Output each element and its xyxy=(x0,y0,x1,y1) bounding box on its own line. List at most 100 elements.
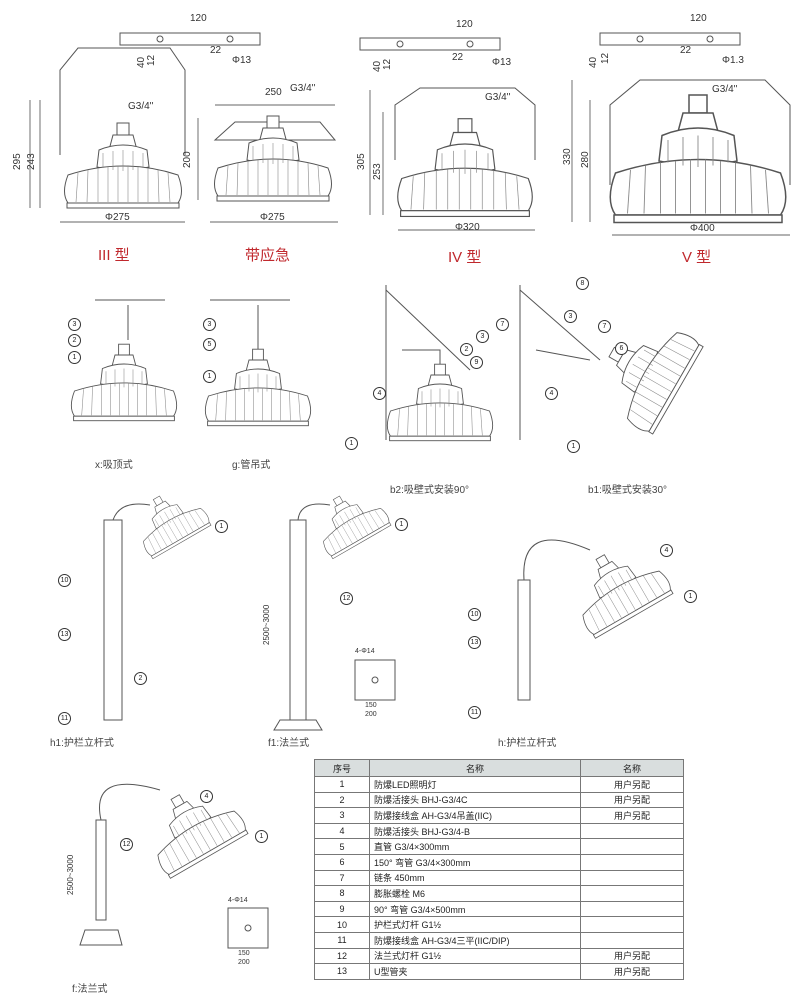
lamp-iii xyxy=(64,122,182,209)
cell-no: 5 xyxy=(314,838,370,855)
cell-name: 链条 450mm xyxy=(369,869,581,887)
callout: 1 xyxy=(68,351,81,364)
cell-note: 用户另配 xyxy=(580,776,684,793)
cell-no: 11 xyxy=(314,931,370,949)
callout: 3 xyxy=(564,310,577,323)
lamp-iv xyxy=(397,118,533,218)
cell-no: 6 xyxy=(314,853,370,871)
cell-no: 2 xyxy=(314,791,370,809)
dim-hole: Φ13 xyxy=(492,57,512,68)
bracket-iii xyxy=(119,32,261,46)
thread-label: G3/4'' xyxy=(290,83,316,94)
dim-22: 22 xyxy=(452,52,464,63)
cell-name: 防爆活接头 BHJ-G3/4-B xyxy=(369,822,581,840)
callout: 5 xyxy=(203,338,216,351)
cell-note xyxy=(580,931,684,949)
lamp-pipe xyxy=(204,348,312,427)
cell-name: 防爆接线盒 AH-G3/4三平(IIC/DIP) xyxy=(369,931,581,949)
cell-note: 用户另配 xyxy=(580,947,684,965)
callout: 2 xyxy=(460,343,473,356)
callout: 12 xyxy=(340,592,353,605)
flange-holes: 4-Φ14 xyxy=(228,897,248,904)
callout: 1 xyxy=(345,437,358,450)
model-label-iv: IV 型 xyxy=(448,249,482,266)
cell-name: U型管夹 xyxy=(369,963,581,980)
callout: 8 xyxy=(576,277,589,290)
bracket-iv xyxy=(359,37,501,51)
dim-120: 120 xyxy=(190,13,207,24)
bracket-v xyxy=(599,32,741,46)
dim-305: 305 xyxy=(356,153,367,170)
thread-label: G3/4'' xyxy=(485,92,511,103)
caption-h: h:护栏立杆式 xyxy=(498,738,557,749)
dim-hole: Φ13 xyxy=(232,55,252,66)
cell-no: 3 xyxy=(314,807,370,824)
col-header-note: 名称 xyxy=(580,759,684,777)
dim-200: 200 xyxy=(182,151,193,168)
callout: 3 xyxy=(68,318,81,331)
cell-note xyxy=(580,838,684,855)
cell-note xyxy=(580,869,684,887)
model-label-emergency: 带应急 xyxy=(245,247,291,264)
cell-name: 直管 G3/4×300mm xyxy=(369,838,581,855)
callout: 1 xyxy=(203,370,216,383)
thread-label: G3/4'' xyxy=(128,101,154,112)
callout: 4 xyxy=(373,387,386,400)
flange-150: 150 xyxy=(238,950,250,957)
callout: 2 xyxy=(68,334,81,347)
caption-pipe: g:管吊式 xyxy=(232,460,271,471)
table-header-row: 序号 名称 名称 xyxy=(314,759,684,777)
caption-f: f:法兰式 xyxy=(72,984,108,993)
dim-12: 12 xyxy=(146,54,157,66)
dim-22: 22 xyxy=(210,45,222,56)
lamp-h1 xyxy=(125,479,213,560)
dim-22: 22 xyxy=(680,45,692,56)
cell-no: 4 xyxy=(314,822,370,840)
cell-name: 护栏式灯杆 G1½ xyxy=(369,916,581,933)
callout: 6 xyxy=(615,342,628,355)
callout: 7 xyxy=(598,320,611,333)
lamp-ceiling xyxy=(70,343,178,422)
lamp-f xyxy=(134,773,251,880)
cell-note: 用户另配 xyxy=(580,963,684,980)
dim-295: 295 xyxy=(12,153,23,170)
pole-height-dim: 2500~3000 xyxy=(66,854,75,895)
dim-12: 12 xyxy=(600,52,611,64)
cell-no: 13 xyxy=(314,963,370,980)
dim-40: 40 xyxy=(588,56,599,68)
callout: 1 xyxy=(215,520,228,533)
col-header-name: 名称 xyxy=(369,759,581,777)
caption-h1: h1:护栏立杆式 xyxy=(50,738,114,749)
callout: 4 xyxy=(660,544,673,557)
callout: 4 xyxy=(200,790,213,803)
model-label-iii: III 型 xyxy=(98,247,130,264)
dim-243: 243 xyxy=(26,153,37,170)
cell-name: 防爆接线盒 AH-G3/4吊盖(IIC) xyxy=(369,807,581,824)
callout: 9 xyxy=(470,356,483,369)
cell-no: 12 xyxy=(314,947,370,965)
caption-wall-90: b2:吸壁式安装90° xyxy=(390,485,470,496)
lamp-emergency xyxy=(214,115,332,202)
lamp-wall-90 xyxy=(386,363,494,442)
caption-ceiling: x:吸顶式 xyxy=(95,460,133,471)
callout: 7 xyxy=(496,318,509,331)
model-label-v: V 型 xyxy=(682,249,712,266)
lamp-h xyxy=(559,533,676,640)
lamp-f1 xyxy=(305,479,393,560)
cell-no: 10 xyxy=(314,916,370,933)
callout: 1 xyxy=(255,830,268,843)
